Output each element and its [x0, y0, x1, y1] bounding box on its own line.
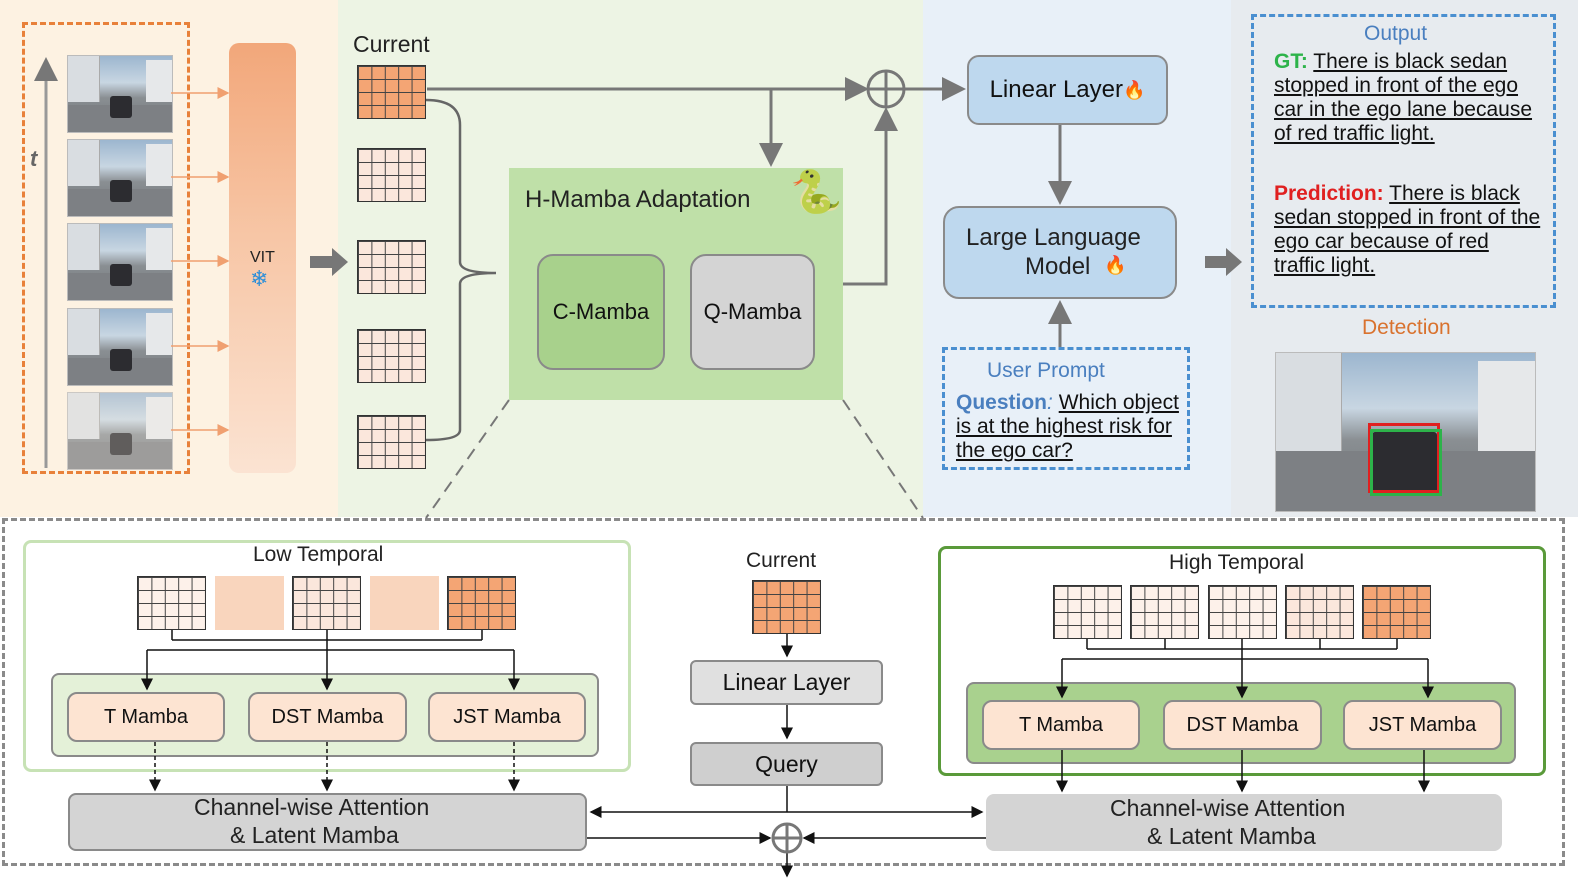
frame-image-3 [67, 223, 173, 301]
high-jst-mamba: JST Mamba [1343, 700, 1502, 750]
current-token-grid [357, 65, 426, 119]
pred-label: Prediction: [1274, 182, 1384, 205]
low-grid-1 [137, 576, 206, 630]
output-title: Output [1364, 22, 1428, 45]
high-grid-current [1362, 585, 1431, 639]
history-brace [425, 98, 497, 442]
fire-icon: 🔥 [1123, 79, 1146, 100]
frame-image-2 [67, 139, 173, 217]
vit-encoder-block [229, 43, 296, 473]
hmamba-title: H-Mamba Adaptation [525, 186, 751, 213]
high-cwa-block [986, 794, 1502, 851]
snowflake-icon: ❄ [250, 266, 269, 291]
gt-answer: GT: There is black sedan stopped in fron… [1274, 50, 1544, 146]
snake-icon: 🐍 [790, 168, 843, 215]
user-prompt-title: User Prompt [987, 359, 1105, 382]
linear-layer-label-top: Linear Layer [989, 76, 1123, 103]
low-jst-mamba: JST Mamba [428, 692, 586, 742]
pred-text: There is black sedan stopped in front of… [1274, 182, 1541, 277]
fire-icon: 🔥 [1104, 255, 1127, 275]
history-token-grid-4 [357, 415, 426, 469]
llm-label-line2: Model [1025, 253, 1091, 280]
detection-image [1275, 352, 1536, 512]
low-cwa-block [68, 793, 587, 851]
center-linear-layer: Linear Layer [690, 660, 883, 705]
high-temporal-title: High Temporal [1169, 551, 1305, 574]
frame-image-4 [67, 308, 173, 386]
vit-label: VIT [250, 249, 275, 266]
gt-label: GT: [1274, 50, 1308, 73]
low-empty-slot-1 [215, 576, 284, 630]
linear-layer-block-top: Linear Layer 🔥 [967, 55, 1168, 125]
llm-block [943, 206, 1177, 299]
center-connectors [587, 634, 986, 878]
gt-text: There is black sedan stopped in front of… [1274, 50, 1533, 145]
low-cwa-line2: & Latent Mamba [230, 822, 399, 848]
prediction-answer: Prediction: There is black sedan stopped… [1274, 182, 1544, 278]
frame-image-5 [67, 392, 173, 470]
center-current-grid [752, 580, 821, 634]
question-separator: : [1047, 391, 1053, 414]
center-query: Query [690, 742, 883, 786]
hmamba-to-sum-arrow [843, 107, 898, 286]
low-dst-mamba: DST Mamba [248, 692, 407, 742]
q-mamba-block: Q-Mamba [690, 254, 815, 370]
high-t-mamba: T Mamba [982, 700, 1140, 750]
detection-box-green [1370, 429, 1442, 496]
low-temporal-title: Low Temporal [253, 543, 384, 566]
history-token-grid-3 [357, 329, 426, 383]
vit-to-tokens-arrow [310, 248, 348, 276]
low-empty-slot-2 [370, 576, 439, 630]
llm-to-output-arrow [1205, 248, 1242, 276]
high-cwa-line1: Channel-wise Attention [1110, 795, 1346, 821]
frame-to-vit-arrows [171, 87, 230, 436]
high-grid-1 [1053, 585, 1122, 639]
zoom-line-right [842, 399, 924, 519]
high-grid-3 [1208, 585, 1277, 639]
high-grid-2 [1130, 585, 1199, 639]
bottom-dashed-frame [2, 518, 1565, 866]
low-t-mamba: T Mamba [67, 692, 225, 742]
c-mamba-block: C-Mamba [537, 254, 665, 370]
history-token-grid-1 [357, 148, 426, 202]
low-temporal-connectors [141, 630, 520, 792]
low-grid-2 [292, 576, 361, 630]
high-temporal-connectors [1056, 639, 1434, 793]
high-cwa-line2: & Latent Mamba [1147, 823, 1316, 849]
current-label-bottom: Current [746, 549, 817, 572]
question-label: Question [956, 391, 1048, 414]
low-cwa-line1: Channel-wise Attention [194, 794, 430, 820]
output-box [1251, 14, 1556, 308]
time-axis-label: t [30, 146, 38, 171]
low-grid-current [447, 576, 516, 630]
llm-label-line1: Large Language [966, 224, 1141, 251]
zoom-line-left [425, 399, 510, 519]
high-grid-4 [1285, 585, 1354, 639]
user-prompt-text: Question: Which object is at the highest… [956, 391, 1186, 463]
frames-dashed-box [22, 22, 190, 474]
history-token-grid-2 [357, 240, 426, 294]
detection-title: Detection [1362, 316, 1451, 339]
current-label-top: Current [353, 31, 430, 57]
question-text: Which object is at the highest risk for … [956, 391, 1179, 462]
detection-box-red [1368, 423, 1440, 493]
user-prompt-box [942, 347, 1190, 470]
high-dst-mamba: DST Mamba [1163, 700, 1322, 750]
frame-image-1 [67, 55, 173, 133]
